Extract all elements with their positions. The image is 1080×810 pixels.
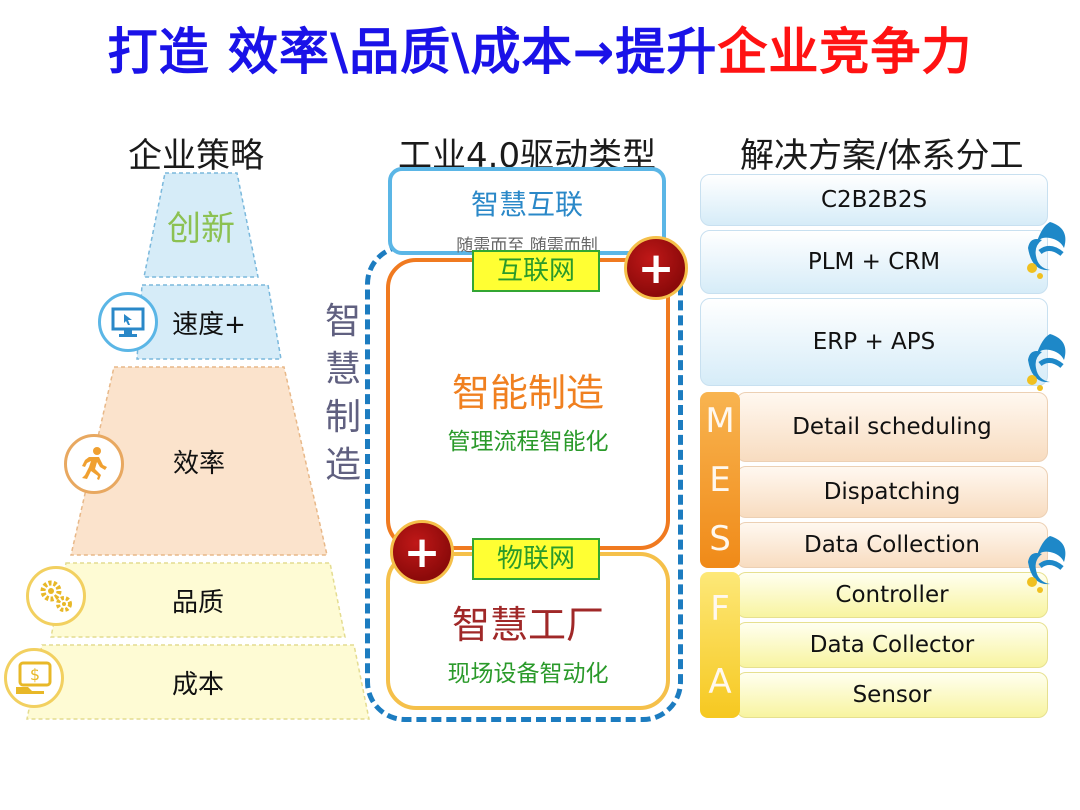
smart-connect-box: 智慧互联 随需而至 随需而制 (388, 167, 666, 256)
title-main: 打造 效率\品质\成本→提升 (107, 23, 718, 81)
pyramid-label-innovation: 创新 (167, 208, 235, 249)
smart-factory-subtitle: 现场设备智动化 (447, 661, 609, 687)
solution-row-plm-crm: PLM + CRM (700, 230, 1048, 294)
smart-manufacturing-title: 智能制造 (451, 371, 604, 415)
column-header-solutions: 解决方案/体系分工 (740, 136, 1024, 176)
company-logo-icon (1027, 334, 1066, 391)
svg-text:$: $ (30, 665, 40, 684)
company-logo-icon (1027, 222, 1066, 279)
plus-icon: + (624, 236, 688, 300)
pyramid-label-quality: 品质 (171, 587, 224, 618)
vertical-label-smart-manufacturing: 智 慧 制 造 (324, 301, 361, 486)
solution-row-data-collection: Data Collection (736, 522, 1048, 568)
pyramid-label-speed: 速度+ (172, 309, 246, 340)
company-logo-icon (1027, 536, 1066, 593)
pyramid-tier-cost: 成本 (26, 644, 370, 720)
solution-row-detail-scheduling: Detail scheduling (736, 392, 1048, 462)
pyramid-tier-innovation: 创新 (143, 172, 259, 278)
solution-row-erp-aps: ERP + APS (700, 298, 1048, 386)
mes-side-label: M E S (700, 392, 740, 568)
iot-tag: 物联网 (472, 538, 600, 580)
pyramid-tier-quality: 品质 (50, 562, 346, 638)
smart-factory-title: 智慧工厂 (451, 603, 604, 647)
plus-icon: + (390, 520, 454, 584)
solution-row-controller: Controller (736, 572, 1048, 618)
monitor-icon (98, 292, 158, 352)
running-person-icon (64, 434, 124, 494)
solution-row-dispatching: Dispatching (736, 466, 1048, 518)
pyramid-label-cost: 成本 (171, 669, 224, 700)
solution-row-c2b2b2s: C2B2B2S (700, 174, 1048, 226)
pyramid-tier-efficiency: 效率 (70, 366, 328, 556)
smart-manufacturing-box: 智能制造 管理流程智能化 (386, 258, 670, 550)
fa-side-label: F A (700, 572, 740, 718)
internet-tag: 互联网 (472, 250, 600, 292)
solution-row-sensor: Sensor (736, 672, 1048, 718)
page-title: 打造 效率\品质\成本→提升企业竞争力 (0, 12, 1080, 84)
smart-connect-title: 智慧互联 (470, 188, 583, 221)
column-header-strategy: 企业策略 (128, 136, 264, 176)
gears-icon (26, 566, 86, 626)
money-icon: $ (4, 648, 64, 708)
solution-row-data-collector: Data Collector (736, 622, 1048, 668)
pyramid-label-efficiency: 效率 (172, 448, 225, 479)
pyramid-tier-speed: 速度+ (136, 284, 282, 360)
title-highlight: 企业竞争力 (717, 23, 973, 81)
smart-manufacturing-subtitle: 管理流程智能化 (447, 429, 609, 455)
